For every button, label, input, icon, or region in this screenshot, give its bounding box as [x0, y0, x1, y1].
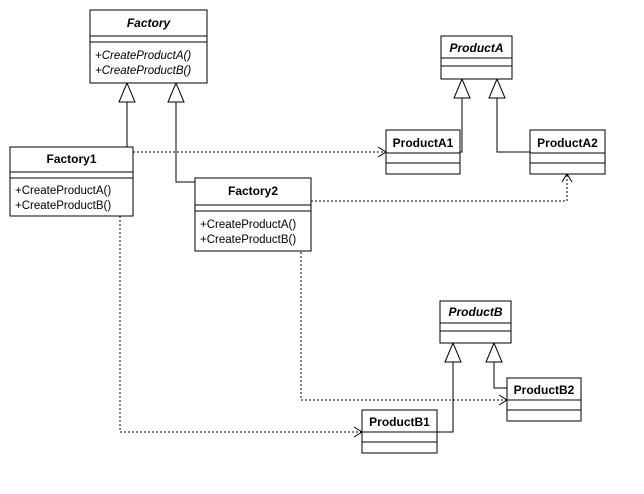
- class-factory2-name: Factory2: [228, 184, 278, 198]
- class-factory1[interactable]: Factory1 +CreateProductA() +CreateProduc…: [9, 146, 134, 217]
- class-factory1-name: Factory1: [46, 152, 96, 166]
- dependency-factory1-producta1: [133, 146, 387, 158]
- class-factory2-method: +CreateProductB(): [200, 234, 296, 246]
- class-productb1-name: ProductB1: [369, 415, 430, 429]
- generalization-producta2-producta: [488, 77, 530, 153]
- class-factory1-method: +CreateProductA(): [15, 185, 111, 197]
- class-factory1-method: +CreateProductB(): [15, 200, 111, 212]
- dependency-factory2-producta2: [311, 173, 573, 202]
- class-producta1-name: ProductA1: [393, 136, 454, 150]
- class-producta-name: ProductA: [450, 41, 504, 55]
- class-producta[interactable]: ProductA: [440, 35, 513, 80]
- class-factory-method: +CreateProductB(): [95, 65, 191, 77]
- class-productb[interactable]: ProductB: [439, 300, 512, 344]
- class-productb2-name: ProductB2: [514, 383, 575, 397]
- class-factory2-method: +CreateProductA(): [200, 219, 296, 231]
- generalization-productb1-productb: [437, 341, 462, 433]
- class-productb-name: ProductB: [449, 305, 503, 319]
- class-productb1[interactable]: ProductB1: [361, 409, 438, 454]
- generalization-productb2-productb: [485, 341, 507, 389]
- generalization-factory1-factory: [118, 81, 136, 147]
- class-factory2[interactable]: Factory2 +CreateProductA() +CreateProduc…: [194, 177, 312, 252]
- class-producta1[interactable]: ProductA1: [385, 129, 461, 175]
- class-factory[interactable]: Factory +CreateProductA() +CreateProduct…: [89, 9, 208, 84]
- class-producta2-name: ProductA2: [537, 136, 598, 150]
- class-productb2[interactable]: ProductB2: [506, 377, 582, 422]
- class-factory-name: Factory: [127, 16, 172, 30]
- class-producta2[interactable]: ProductA2: [529, 129, 606, 175]
- class-factory-method: +CreateProductA(): [95, 50, 191, 62]
- generalization-factory2-factory: [167, 81, 195, 183]
